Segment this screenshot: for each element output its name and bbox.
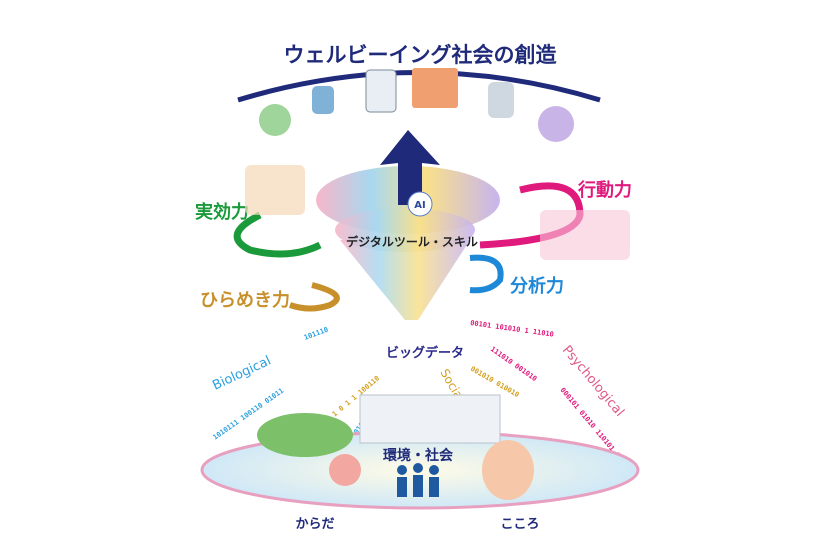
- digital-tools-label: デジタルツール・スキル: [346, 234, 478, 249]
- binary-stream: 00101 101010 1 11010: [470, 319, 555, 339]
- people-icon: [397, 463, 439, 497]
- binary-stream: 101110: [303, 326, 330, 342]
- page-title: ウェルビーイング社会の創造: [284, 43, 558, 67]
- skill-execution-label: 実効力: [195, 201, 249, 223]
- environment-society-label: 環境・社会: [383, 447, 454, 464]
- body-label: からだ: [295, 517, 334, 532]
- health-tablet-illustration: [365, 69, 397, 113]
- biological-label: Biological: [210, 354, 273, 394]
- yoga-person-illustration: [259, 104, 291, 136]
- skill-action-label: 行動力: [577, 179, 632, 201]
- nature-animals-illustration: [257, 413, 353, 457]
- skill-inspiration-label: ひらめき力: [200, 290, 290, 311]
- binary-stream: 001010 010010: [469, 365, 520, 399]
- dancing-couple-illustration: [412, 68, 458, 108]
- ai-label: AI: [414, 200, 425, 211]
- team-laptop-illustration: [245, 165, 305, 215]
- vr-person-illustration: [538, 106, 574, 142]
- skill-analysis-label: 分析力: [510, 275, 564, 297]
- wellbeing-illustrations: [259, 68, 574, 142]
- mind-label: こころ: [500, 517, 539, 532]
- ai-badge: [407, 191, 433, 217]
- organs-illustration: [329, 454, 361, 486]
- analysis-arrow-icon: [469, 254, 504, 294]
- head-profile-illustration: [482, 440, 534, 500]
- robot-illustration: [488, 82, 514, 118]
- group-people-illustration: [540, 210, 630, 260]
- up-arrow-icon: [380, 130, 440, 205]
- execution-arrow-icon: [233, 211, 322, 258]
- smartwatch-illustration: [312, 86, 334, 114]
- big-data-label: ビッグデータ: [386, 345, 464, 361]
- inspiration-arrow-icon: [289, 282, 340, 312]
- psychological-label: Psychological: [559, 343, 627, 420]
- city-illustration: [359, 394, 501, 444]
